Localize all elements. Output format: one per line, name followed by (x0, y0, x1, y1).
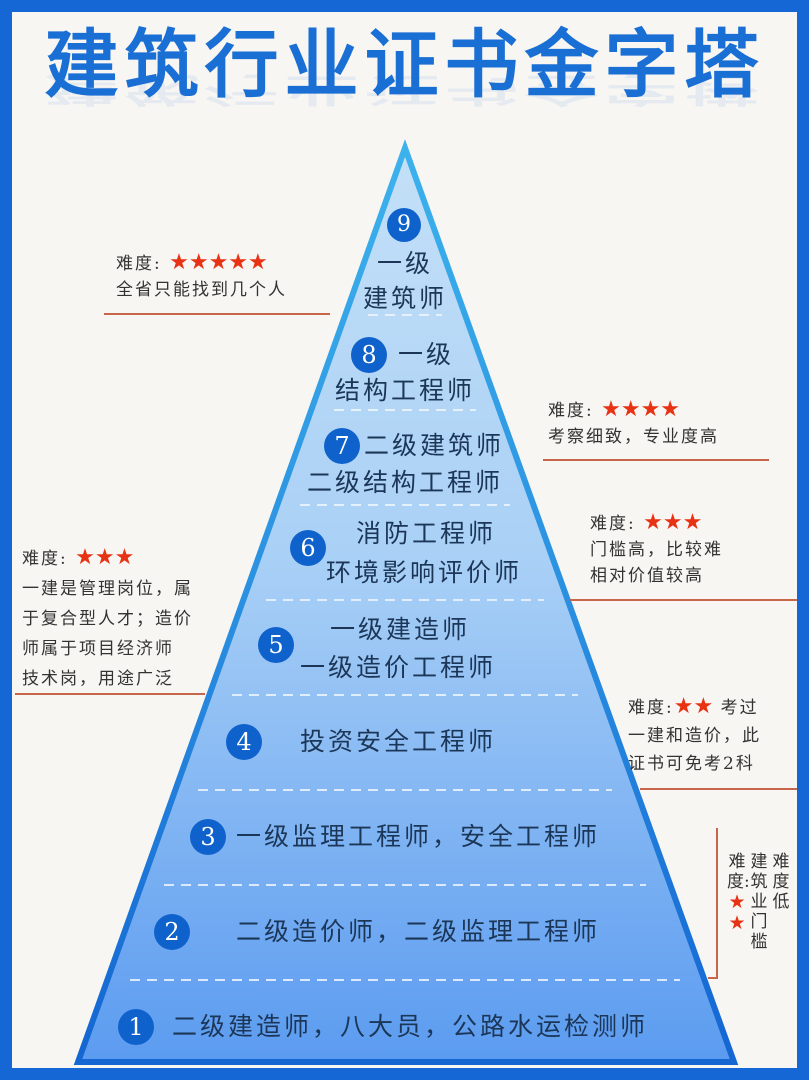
tier-7-line-1: 二级建筑师 (364, 431, 505, 460)
note-tier-9: 难度: ★★★★★ 全省只能找到几个人 (116, 250, 287, 303)
note-text-2: 于复合型人才；造价 (22, 609, 193, 629)
tier-7-line-2: 二级结构工程师 (306, 468, 503, 497)
note-divider (15, 693, 205, 695)
star-rating-5: ★★★★★ (169, 250, 268, 275)
note-text-1: 一建和造价，此 (628, 726, 761, 746)
note-tier-2-col-1: 难度:★★ (727, 852, 750, 934)
tier-6-line-2: 环境影响评价师 (326, 558, 523, 587)
tier-8-line-2: 结构工程师 (334, 376, 475, 405)
difficulty-label: 难度: (22, 549, 68, 569)
note-text: 考察细致，专业度高 (548, 427, 719, 447)
tier-8-badge: 8 (351, 337, 387, 373)
tier-1-badge: 1 (118, 1009, 154, 1045)
note-divider (570, 599, 797, 601)
tier-2-line-1: 二级造价师，二级监理工程师 (236, 917, 601, 946)
difficulty-label: 难度: (628, 698, 674, 718)
tier-4-badge: 4 (226, 724, 262, 760)
note-text-1: 门槛高，比较难 (590, 540, 723, 560)
tier-3-line-1: 一级监理工程师，安全工程师 (236, 822, 601, 851)
difficulty-label: 难度: (590, 514, 636, 534)
difficulty-label: 难度: (727, 852, 750, 892)
star-rating-3: ★★★ (643, 510, 703, 535)
tier-1-line-1: 二级建造师，八大员，公路水运检测师 (172, 1012, 649, 1041)
tier-7-badge: 7 (324, 428, 360, 464)
tier-8-line-1: 一级 (398, 340, 455, 369)
tier-2-badge: 2 (154, 914, 190, 950)
tier-9-label: 一级 建筑师 (330, 246, 480, 316)
star-rating-2: ★★ (673, 694, 714, 719)
note-bracket-vertical (716, 828, 718, 978)
tier-9-line-1: 一级 (376, 249, 433, 278)
page-title: 建筑行业证书金字塔 (44, 22, 765, 108)
note-text-2: 相对价值较高 (590, 566, 704, 586)
note-divider (104, 313, 330, 315)
note-tier-2-col-2: 建筑业门槛 (750, 852, 768, 952)
tier-3-badge: 3 (190, 819, 226, 855)
note-tier-2-col-3: 难度低 (772, 852, 790, 912)
star-rating-2: ★★ (728, 891, 746, 934)
tier-4-line-1: 投资安全工程师 (300, 727, 497, 756)
tier-6-badge: 6 (290, 530, 326, 566)
note-bracket-bottom (708, 977, 718, 979)
star-rating-3: ★★★ (75, 545, 135, 570)
tier-5-line-1: 一级建造师 (330, 615, 471, 644)
tier-5-line-2: 一级造价工程师 (300, 653, 497, 682)
note-divider (640, 788, 797, 790)
tier-5-badge: 5 (258, 627, 294, 663)
note-text-4: 技术岗，用途广泛 (22, 669, 174, 689)
note-divider (543, 459, 769, 461)
tier-9-line-2: 建筑师 (362, 284, 447, 313)
note-tier-7: 难度: ★★★★ 考察细致，专业度高 (548, 397, 719, 450)
note-tier-6: 难度: ★★★ 门槛高，比较难 相对价值较高 (590, 510, 723, 589)
difficulty-label: 难度: (548, 401, 594, 421)
tier-6-line-1: 消防工程师 (356, 519, 497, 548)
note-text-3: 师属于项目经济师 (22, 639, 174, 659)
note-tier-4: 难度:★★ 考过 一建和造价，此 证书可免考2科 (628, 693, 761, 778)
note-text-suffix: 考过 (720, 698, 759, 718)
note-tier-5: 难度: ★★★ 一建是管理岗位，属 于复合型人才；造价 师属于项目经济师 技术岗… (22, 543, 193, 694)
note-text-2: 证书可免考2科 (628, 754, 755, 774)
note-text-1: 一建是管理岗位，属 (22, 579, 193, 599)
note-text: 全省只能找到几个人 (116, 280, 287, 300)
difficulty-label: 难度: (116, 254, 162, 274)
star-rating-4: ★★★★ (601, 397, 681, 422)
tier-9-badge: 9 (387, 208, 421, 242)
